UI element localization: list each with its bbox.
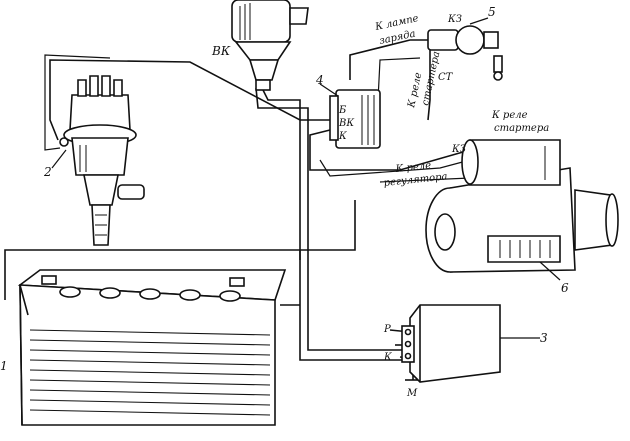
label-4: 4 bbox=[315, 73, 324, 87]
label-vk: ВК bbox=[211, 44, 231, 58]
label-term-r: Р bbox=[383, 324, 391, 335]
label-term-k2: К bbox=[383, 352, 392, 363]
ignition-coil bbox=[231, 0, 309, 91]
label-3: 3 bbox=[540, 331, 548, 345]
label-term-k: К bbox=[338, 131, 347, 142]
label-to-starter-relay-2: стартера bbox=[494, 123, 549, 134]
ignition-switch bbox=[427, 25, 503, 81]
label-to-reg-relay: К реле bbox=[394, 160, 432, 175]
distributor bbox=[59, 75, 145, 246]
label-6: 6 bbox=[561, 281, 569, 295]
label-st: СТ bbox=[438, 72, 454, 83]
label-5: 5 bbox=[488, 5, 496, 19]
regulator-relay bbox=[401, 304, 501, 383]
battery bbox=[17, 269, 287, 426]
label-term-vk: ВК bbox=[338, 118, 354, 129]
leader-lines bbox=[51, 17, 561, 339]
label-to-starter-relay: К реле bbox=[491, 110, 528, 121]
starter bbox=[425, 139, 619, 273]
label-term-b: Б bbox=[338, 105, 347, 116]
label-to-reg-relay-2: регулятора bbox=[383, 171, 448, 189]
label-1: 1 bbox=[0, 359, 8, 373]
label-2: 2 bbox=[43, 165, 52, 179]
label-term-m: М bbox=[406, 388, 418, 399]
relay-block bbox=[329, 89, 381, 149]
label-kz-top: КЗ bbox=[447, 14, 462, 25]
label-kz-mid: КЗ bbox=[451, 144, 466, 155]
